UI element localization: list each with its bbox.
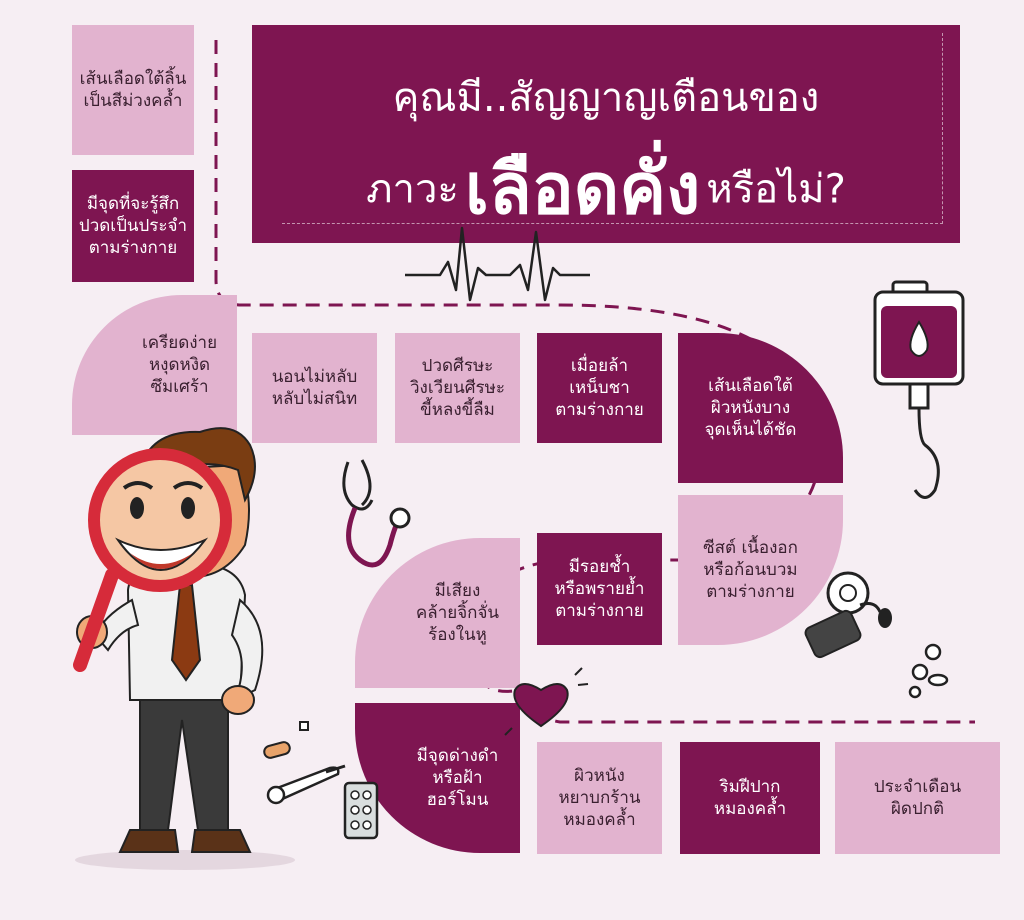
symptom-tile: ปวดศีรษะ วิงเวียนศีรษะ ขี้หลงขี้ลืม (395, 333, 520, 443)
title-suffix: หรือไม่? (706, 166, 846, 213)
title-prefix: ภาวะ (366, 166, 459, 213)
symptom-tile: เมื่อยล้า เหน็บชา ตามร่างกาย (537, 333, 662, 443)
symptom-tile: ประจำเดือน ผิดปกติ (835, 742, 1000, 854)
title-line-1: คุณมี..สัญญาญเตือนของ (392, 75, 820, 121)
symptom-tile: ริมฝีปาก หมองคล้ำ (680, 742, 820, 854)
symptom-tile: มีรอยช้ำ หรือพรายย้ำ ตามร่างกาย (537, 533, 662, 645)
title-highlight: เลือดคั่ง (464, 148, 701, 230)
title-frame (282, 33, 943, 224)
symptom-tile: มีจุดที่จะรู้สึก ปวดเป็นประจำ ตามร่างกาย (72, 170, 194, 282)
title-banner: คุณมี..สัญญาญเตือนของ ภาวะเลือดคั่งหรือไ… (252, 25, 960, 243)
symptom-tile: ผิวหนัง หยาบกร้าน หมองคล้ำ (537, 742, 662, 854)
symptom-tile: นอนไม่หลับ หลับไม่สนิท (252, 333, 377, 443)
title-line-2: ภาวะเลือดคั่งหรือไม่? (252, 133, 960, 244)
symptom-tile: เส้นเลือดใต้ลิ้น เป็นสีม่วงคล้ำ (72, 25, 194, 155)
